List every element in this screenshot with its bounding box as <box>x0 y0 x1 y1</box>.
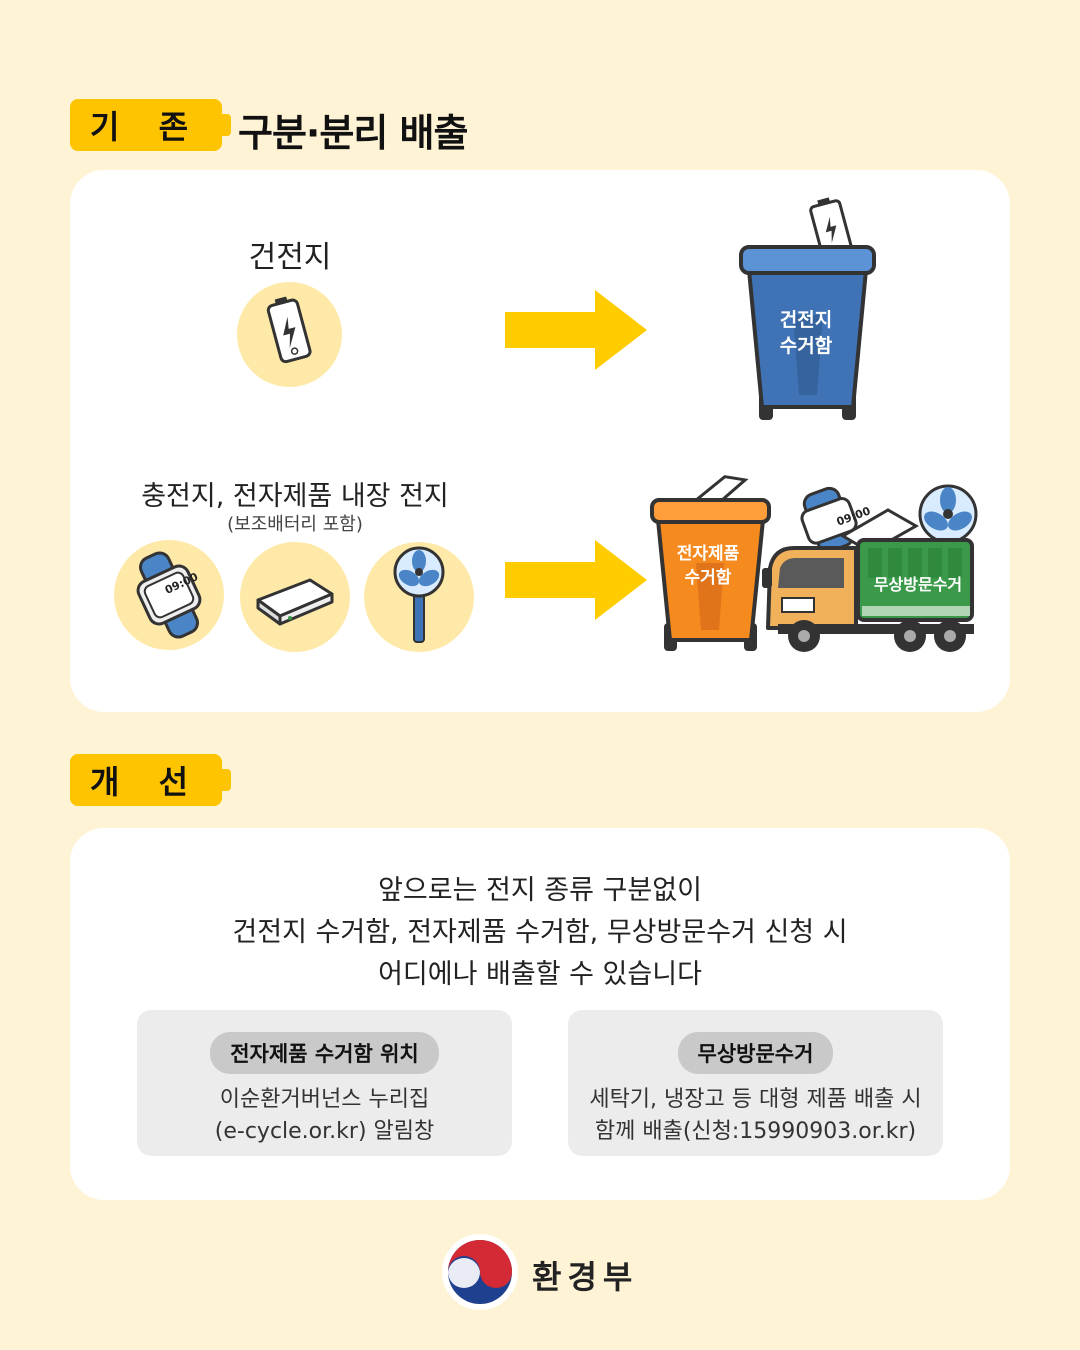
arrow-right-icon <box>505 540 647 620</box>
tag-nub <box>222 769 231 791</box>
after-body-line-3: 어디에나 배출할 수 있습니다 <box>378 959 702 990</box>
info-card-collection-box: 전자제품 수거함 위치 이순환거버넌스 누리집 (e-cycle.or.kr) … <box>137 1010 512 1156</box>
blue-bin-label: 건전지 수거함 <box>770 307 842 359</box>
section-tag-after: 개 선 <box>70 754 231 806</box>
info-card-desc-line2: (e-cycle.or.kr) 알림창 <box>214 1119 435 1144</box>
battery-icon <box>266 296 312 364</box>
handheld-fan-icon <box>393 546 445 643</box>
electronics-bin-icon <box>650 475 771 651</box>
blue-bin-label-line1: 건전지 <box>779 309 833 331</box>
info-card-desc: 이순환거버넌스 누리집 (e-cycle.or.kr) 알림창 <box>137 1084 512 1148</box>
section-tag-after-text: 개 선 <box>89 763 203 801</box>
dry-battery-circle <box>237 282 342 387</box>
orange-bin-label-line1: 전자제품 <box>676 544 740 564</box>
info-card-desc-line1: 세탁기, 냉장고 등 대형 제품 배출 시 <box>589 1087 922 1112</box>
after-body-text: 앞으로는 전지 종류 구분없이 건전지 수거함, 전자제품 수거함, 무상방문수… <box>70 870 1010 996</box>
power-bank-icon <box>256 578 334 626</box>
info-card-desc-line1: 이순환거버넌스 누리집 <box>219 1087 430 1112</box>
orange-bin-label: 전자제품 수거함 <box>668 542 748 590</box>
smartwatch-icon <box>136 551 202 639</box>
truck-label: 무상방문수거 <box>873 575 963 594</box>
collection-truck-icon <box>762 484 978 652</box>
dry-battery-label: 건전지 <box>248 240 332 275</box>
info-card-desc: 세탁기, 냉장고 등 대형 제품 배출 시 함께 배출(신청:15990903.… <box>568 1084 943 1148</box>
info-card-desc-line2: 함께 배출(신청:15990903.or.kr) <box>594 1119 917 1144</box>
rechargeable-battery-label: 충전지, 전자제품 내장 전지 <box>141 481 449 512</box>
section-tag-before: 기 존 <box>70 99 231 151</box>
info-card-free-pickup: 무상방문수거 세탁기, 냉장고 등 대형 제품 배출 시 함께 배출(신청:15… <box>568 1010 943 1156</box>
section-before-title: 구분·분리 배출 <box>238 111 468 155</box>
arrow-right-icon <box>505 290 647 370</box>
after-body-line-1: 앞으로는 전지 종류 구분없이 <box>378 875 702 906</box>
info-card-title: 무상방문수거 <box>677 1032 834 1074</box>
section-tag-before-text: 기 존 <box>89 108 203 146</box>
after-body-line-2: 건전지 수거함, 전자제품 수거함, 무상방문수거 신청 시 <box>232 917 848 948</box>
rechargeable-battery-sublabel: (보조배터리 포함) <box>227 514 363 535</box>
smartwatch-circle: 09:00 <box>114 540 224 650</box>
handheld-fan-circle <box>364 542 474 652</box>
info-card-title: 전자제품 수거함 위치 <box>210 1032 439 1074</box>
ministry-logo-text: 환경부 <box>532 1258 639 1296</box>
power-bank-circle <box>240 542 350 652</box>
orange-bin-label-line2: 수거함 <box>684 568 732 588</box>
dry-battery-bin-icon <box>739 197 876 420</box>
ministry-emblem-icon <box>442 1234 518 1310</box>
blue-bin-label-line2: 수거함 <box>779 335 833 357</box>
tag-nub <box>222 114 231 136</box>
